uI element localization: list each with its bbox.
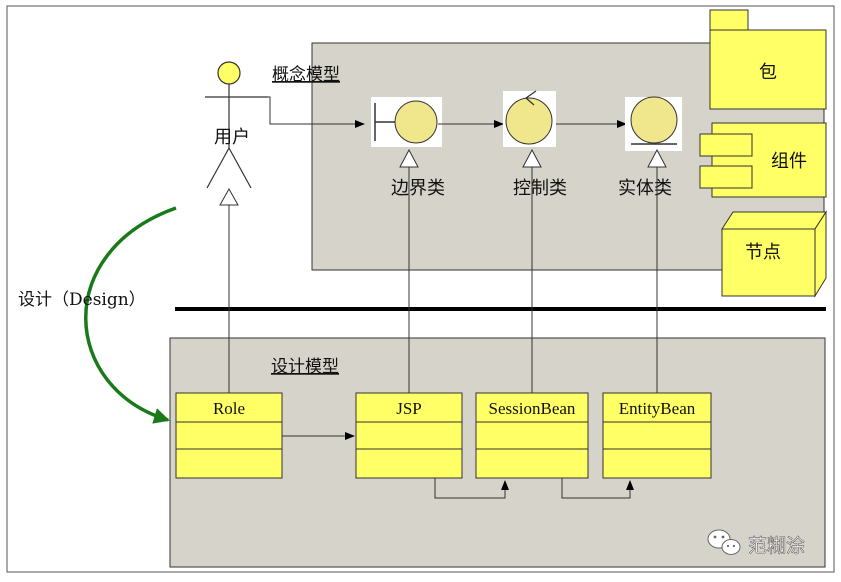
design-transition-label: 设计（Design） xyxy=(18,290,146,310)
component-shape: 组件 xyxy=(699,122,827,198)
entity-class-icon xyxy=(625,96,682,151)
realization-arrowhead-control xyxy=(522,148,542,168)
jsp-to-sessionbean-arrow xyxy=(434,478,509,499)
actor-label: 用户 xyxy=(214,127,250,148)
design-model-title: 设计模型 xyxy=(271,357,339,377)
design-transition-arrow xyxy=(84,206,177,424)
realization-arrowhead-entity xyxy=(647,148,667,168)
boundary-class-icon xyxy=(371,97,442,147)
class-name-sessionbean: SessionBean xyxy=(489,399,576,418)
package-shape: 包 xyxy=(709,9,827,110)
watermark-text: 范糊涂 xyxy=(748,535,805,557)
node-shape: 节点 xyxy=(721,210,827,298)
entity-class-label: 实体类 xyxy=(618,178,672,199)
actor-figure xyxy=(205,61,268,189)
package-label: 包 xyxy=(759,62,777,83)
class-box-sessionbean: SessionBean xyxy=(475,392,589,479)
class-name-jsp: JSP xyxy=(396,399,422,418)
class-box-jsp: JSP xyxy=(355,392,463,479)
watermark: 范糊涂 xyxy=(707,529,805,557)
node-label: 节点 xyxy=(745,242,781,263)
realization-lines xyxy=(228,167,658,393)
class-name-entitybean: EntityBean xyxy=(619,399,696,418)
realization-arrowhead-actor xyxy=(219,187,239,206)
sessionbean-to-entitybean-arrow xyxy=(561,478,634,499)
actor-to-boundary-arrow xyxy=(268,96,365,128)
boundary-class-label: 边界类 xyxy=(391,178,445,199)
control-class-icon xyxy=(503,90,556,147)
class-box-entitybean: EntityBean xyxy=(602,392,712,479)
class-box-role: Role xyxy=(175,392,283,479)
component-label: 组件 xyxy=(771,151,807,172)
conceptual-model-title: 概念模型 xyxy=(272,64,340,85)
realization-arrowhead-boundary xyxy=(399,148,419,168)
wechat-icon xyxy=(707,529,741,555)
class-name-role: Role xyxy=(213,399,245,418)
control-class-label: 控制类 xyxy=(513,178,567,199)
